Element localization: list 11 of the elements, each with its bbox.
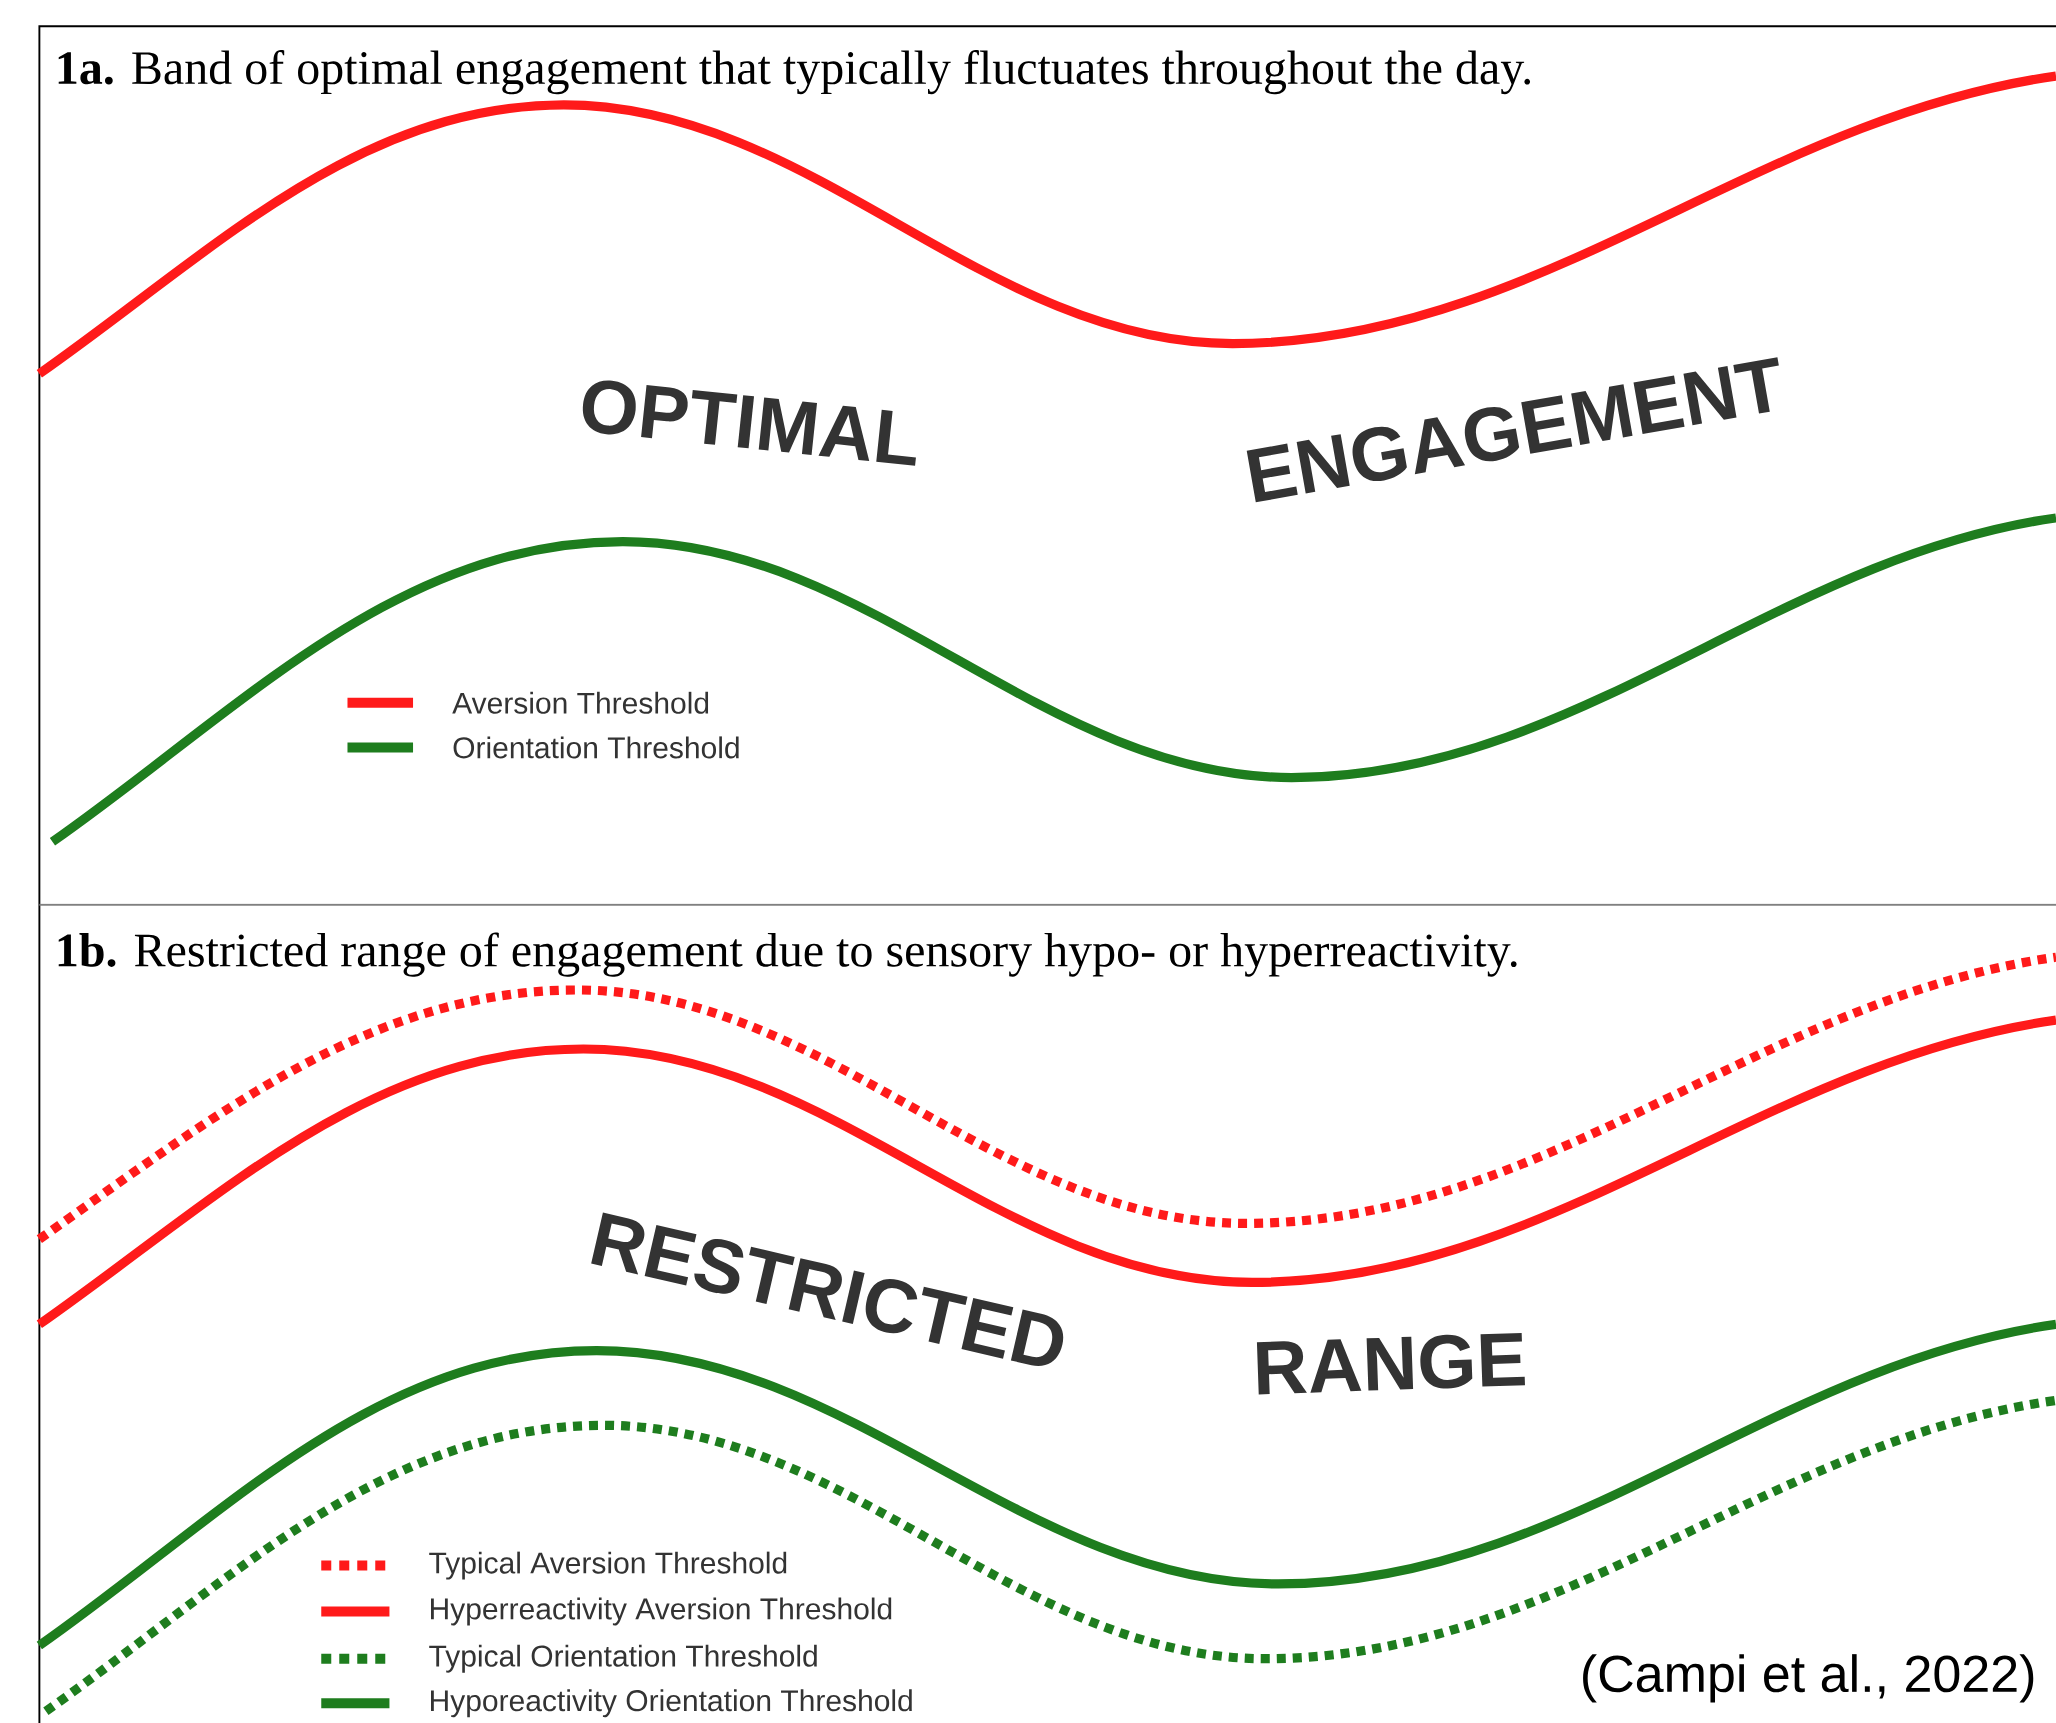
legend-text: Hyporeactivity Orientation Threshold xyxy=(431,1689,912,1718)
panel-title: 1b. Restricted range of engagement due to sensory hypo- or hyperreactivity. xyxy=(58,932,1517,977)
band-word: OPTIMAL xyxy=(582,380,916,466)
band-word: RANGE xyxy=(1256,1333,1525,1395)
legend-text: Typical Orientation Threshold xyxy=(429,1644,817,1673)
legend-text: Aversion Threshold xyxy=(452,691,709,714)
panel-title: 1a. Band of optimal engagement that typically fluctuates throughout the day. xyxy=(58,50,1531,95)
legend-text: Typical Aversion Threshold xyxy=(429,1551,787,1580)
legend-text: Hyperreactivity Aversion Threshold xyxy=(431,1597,892,1626)
citation: (Campi et al., 2022) xyxy=(1583,1654,2034,1703)
legend-text: Orientation Threshold xyxy=(453,736,739,759)
